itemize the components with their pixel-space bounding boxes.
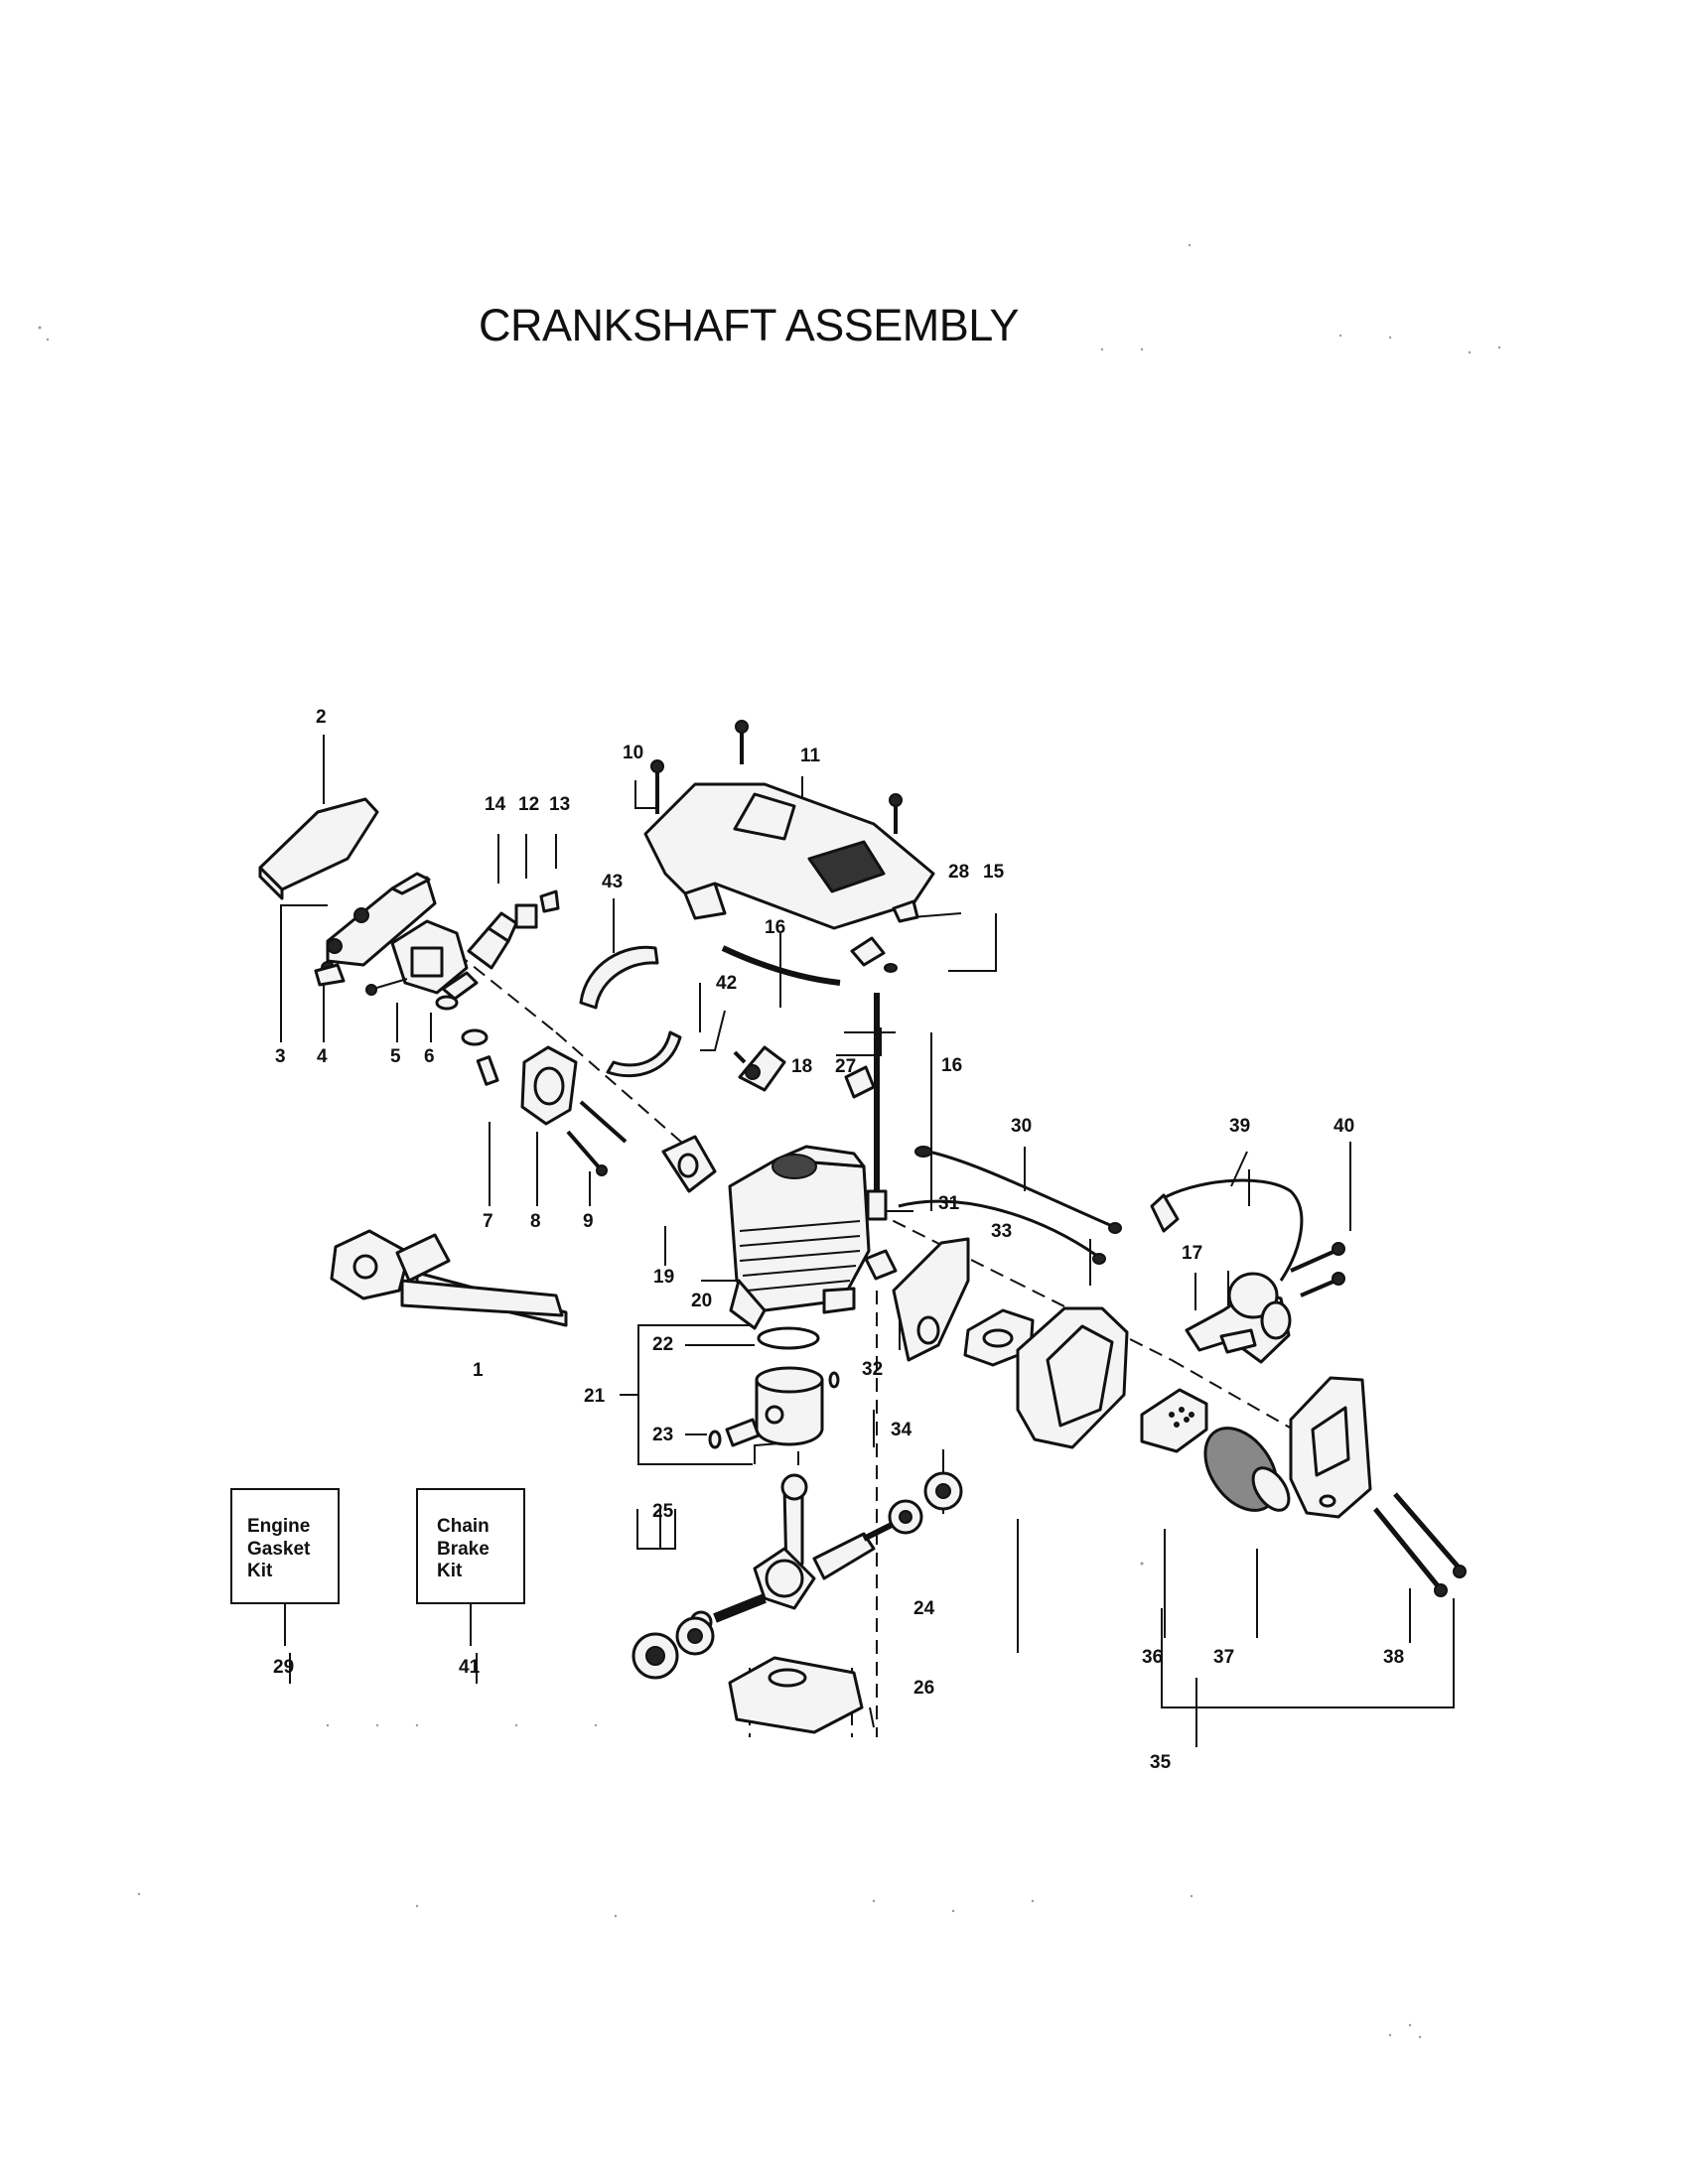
part-1-bar-wrench <box>330 1229 568 1327</box>
callout-label: 38 <box>1383 1647 1404 1668</box>
part-34-heat-shield <box>892 1237 970 1362</box>
kit-label-line: Kit <box>247 1561 273 1581</box>
callout-label: 32 <box>862 1359 883 1380</box>
callout-label: 13 <box>549 794 570 815</box>
callout-label: 18 <box>791 1056 812 1077</box>
part-3-4-filter-base <box>314 872 437 987</box>
part-6-fitting <box>435 995 489 1046</box>
callout-label: 33 <box>991 1221 1012 1242</box>
callout-label: 14 <box>485 794 506 815</box>
callout-label: 11 <box>800 746 821 766</box>
part-25-bearings <box>632 1471 963 1680</box>
callout-label: 23 <box>652 1425 673 1445</box>
part-21-piston <box>755 1366 824 1446</box>
part-9-bolt <box>566 1100 628 1176</box>
callout-label: 4 <box>317 1046 328 1067</box>
part-2-filter-pad <box>258 797 379 900</box>
callout-label: 39 <box>1229 1116 1250 1137</box>
callout-label: 3 <box>275 1046 286 1067</box>
callout-label: 37 <box>1213 1647 1234 1668</box>
part-39-wire <box>1150 1178 1304 1282</box>
bracket-21 <box>620 1324 755 1465</box>
callout-label: 6 <box>424 1046 435 1067</box>
part-22-piston-ring <box>757 1326 820 1350</box>
part-24-crankshaft <box>689 1473 896 1634</box>
part-15-28-clip <box>850 936 898 973</box>
callout-label: 8 <box>530 1211 541 1232</box>
part-27-clip <box>844 1065 876 1099</box>
scan-specks <box>38 243 1501 2039</box>
callout-label: 36 <box>1142 1647 1163 1668</box>
part-30-wires <box>898 1146 1122 1265</box>
part-40-screws <box>1290 1242 1345 1297</box>
callout-label: 20 <box>691 1291 712 1311</box>
callout-label: 26 <box>913 1678 934 1699</box>
callout-label: 25 <box>652 1501 674 1522</box>
part-5-carburetor <box>365 919 479 1001</box>
diagram-title: CRANKSHAFT ASSEMBLY <box>479 300 1020 350</box>
kit-label-line: Brake <box>437 1539 490 1560</box>
callout-label: 9 <box>583 1211 594 1232</box>
callout-label: 12 <box>518 794 539 815</box>
alignment-lines <box>456 952 1312 1737</box>
callout-label: 19 <box>653 1267 674 1288</box>
callout-label: 10 <box>623 743 643 763</box>
part-17-ignition-module <box>1185 1272 1292 1364</box>
callout-label: 16 <box>941 1055 962 1076</box>
callout-label: 29 <box>273 1657 294 1678</box>
part-42-43-covers <box>579 945 682 1078</box>
kit-label-line: Chain <box>437 1516 490 1537</box>
kit-label-line: Gasket <box>247 1539 311 1560</box>
part-19-gasket <box>661 1135 717 1193</box>
part-37-spark-screen <box>1203 1427 1291 1512</box>
part-8-adapter <box>520 1045 578 1126</box>
callout-label: 42 <box>716 973 737 994</box>
part-38-muffler-cover <box>1289 1376 1467 1597</box>
part-35-muffler <box>1016 1306 1129 1449</box>
part-26-crankcase <box>728 1656 864 1734</box>
callout-label: 7 <box>483 1211 493 1232</box>
part-16-fuel-line-vertical <box>866 993 888 1221</box>
callout-label: 15 <box>983 862 1005 883</box>
callout-label: 21 <box>584 1386 606 1407</box>
part-16-fuel-line-upper <box>721 945 841 986</box>
kit-label-line: Engine <box>247 1516 310 1537</box>
part-10-screw <box>650 759 664 814</box>
callout-label: 5 <box>390 1046 401 1067</box>
callout-label: 31 <box>938 1193 960 1214</box>
callout-label: 28 <box>948 862 969 883</box>
part-7-screw <box>476 1055 499 1086</box>
kit-label-line: Kit <box>437 1561 463 1581</box>
kit-box-chain-brake: Chain Brake Kit <box>416 1488 525 1604</box>
callout-label: 27 <box>835 1056 856 1077</box>
callout-label: 41 <box>459 1657 481 1678</box>
callout-label: 40 <box>1333 1116 1354 1137</box>
kit-box-engine-gasket: Engine Gasket Kit <box>230 1488 340 1604</box>
part-23-piston-pin <box>708 1371 840 1449</box>
part-32-spacer <box>864 1249 898 1281</box>
callout-label: 1 <box>473 1360 484 1381</box>
part-18-spark-plug <box>733 1045 786 1092</box>
callout-label: 17 <box>1182 1243 1202 1264</box>
callout-label: 16 <box>765 917 785 938</box>
callout-label: 43 <box>602 872 623 892</box>
part-20-cylinder <box>728 1145 871 1330</box>
part-12-13-14-fittings <box>467 889 560 970</box>
callout-label: 34 <box>891 1420 912 1440</box>
part-11-top-cover <box>643 720 935 930</box>
part-36-baffle <box>1140 1388 1208 1453</box>
callout-label: 22 <box>652 1334 673 1355</box>
callout-label: 30 <box>1011 1116 1032 1137</box>
callout-label: 24 <box>913 1598 935 1619</box>
callout-labels: 1 2 3 4 5 6 7 8 9 10 11 12 13 14 15 16 1… <box>273 707 1404 1773</box>
callout-label: 35 <box>1150 1752 1172 1773</box>
callout-label: 2 <box>316 707 327 728</box>
